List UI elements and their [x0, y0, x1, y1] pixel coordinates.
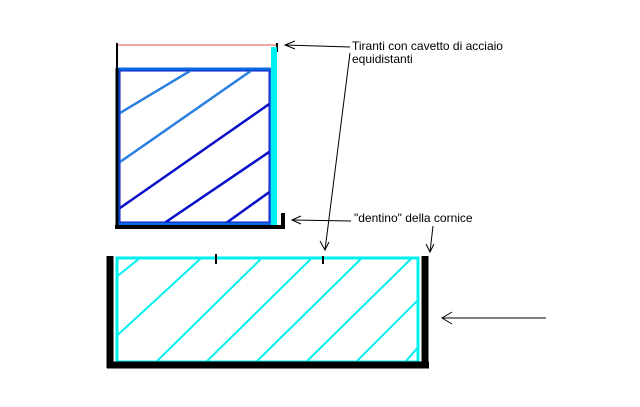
top-block-inner — [119, 70, 270, 223]
arrow-to-dentino-bottom — [425, 225, 435, 254]
bottom-block-hatch — [118, 259, 417, 361]
tie-rods-label-line1: Tiranti con cavetto di acciaio — [352, 39, 503, 53]
arrow-right-side — [441, 311, 546, 325]
bottom-block — [115, 256, 420, 364]
arrow-to-tie-wire — [283, 40, 351, 50]
top-section — [115, 43, 285, 229]
arrows — [283, 40, 546, 325]
tie-rods-label-line2: equidistanti — [352, 52, 413, 66]
dentino-label: "dentino" della cornice — [354, 211, 473, 225]
arrow-to-bottom-tick — [319, 52, 351, 252]
top-block-hatch — [120, 71, 269, 222]
bottom-section — [106, 254, 429, 369]
arrow-to-dentino-top — [290, 215, 352, 225]
top-cyan-strip — [271, 47, 277, 226]
